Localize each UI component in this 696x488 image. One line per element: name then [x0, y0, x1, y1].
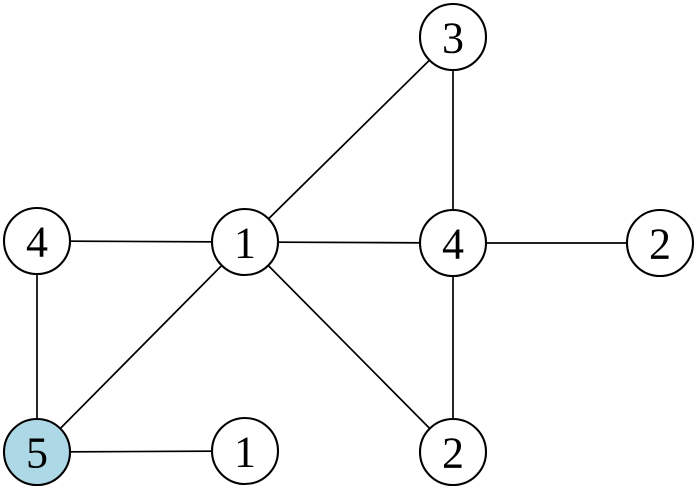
graph-node-label-n1-bottom: 1 — [234, 428, 256, 477]
graph-node-circle-n4-left — [2, 206, 72, 276]
graph-node-n1-center: 1 — [210, 207, 280, 277]
graph-node-circle-n3-top — [418, 2, 488, 72]
graph-node-circle-n4-right — [418, 208, 488, 278]
graph-edge-n1-center--n2-bottom — [244, 241, 454, 453]
graph-node-n5-bottom: 5 — [2, 417, 72, 487]
graph-node-n1-bottom: 1 — [210, 416, 280, 486]
graph-edge-n5-bottom--n1-bottom — [36, 450, 246, 453]
graph-node-circle-n2-right — [625, 208, 695, 278]
graph-node-circle-n5-bottom — [2, 417, 72, 487]
graph-node-label-n4-right: 4 — [442, 220, 464, 269]
graph-node-n4-right: 4 — [418, 208, 488, 278]
graph-node-n4-left: 4 — [2, 206, 72, 276]
graph-node-label-n4-left: 4 — [26, 218, 48, 267]
graph-edge-n4-left--n1-center — [36, 240, 246, 243]
graph-node-label-n3-top: 3 — [442, 14, 464, 63]
graph-edge-n1-center--n4-right — [244, 241, 454, 244]
graph-node-n2-bottom: 2 — [418, 417, 488, 487]
graph-node-n2-right: 2 — [625, 208, 695, 278]
graph-node-circle-n1-bottom — [210, 416, 280, 486]
graph-node-n3-top: 3 — [418, 2, 488, 72]
graph-node-circle-n1-center — [210, 207, 280, 277]
graph-edge-n1-center--n5-bottom — [36, 241, 246, 453]
graph-node-label-n1-center: 1 — [234, 219, 256, 268]
graph-node-label-n2-right: 2 — [649, 220, 671, 269]
graph-node-label-n2-bottom: 2 — [442, 429, 464, 478]
graph-node-label-n5-bottom: 5 — [26, 429, 48, 478]
graph-node-circle-n2-bottom — [418, 417, 488, 487]
edges-layer — [36, 36, 660, 453]
graph-edge-n3-top--n1-center — [244, 36, 454, 243]
